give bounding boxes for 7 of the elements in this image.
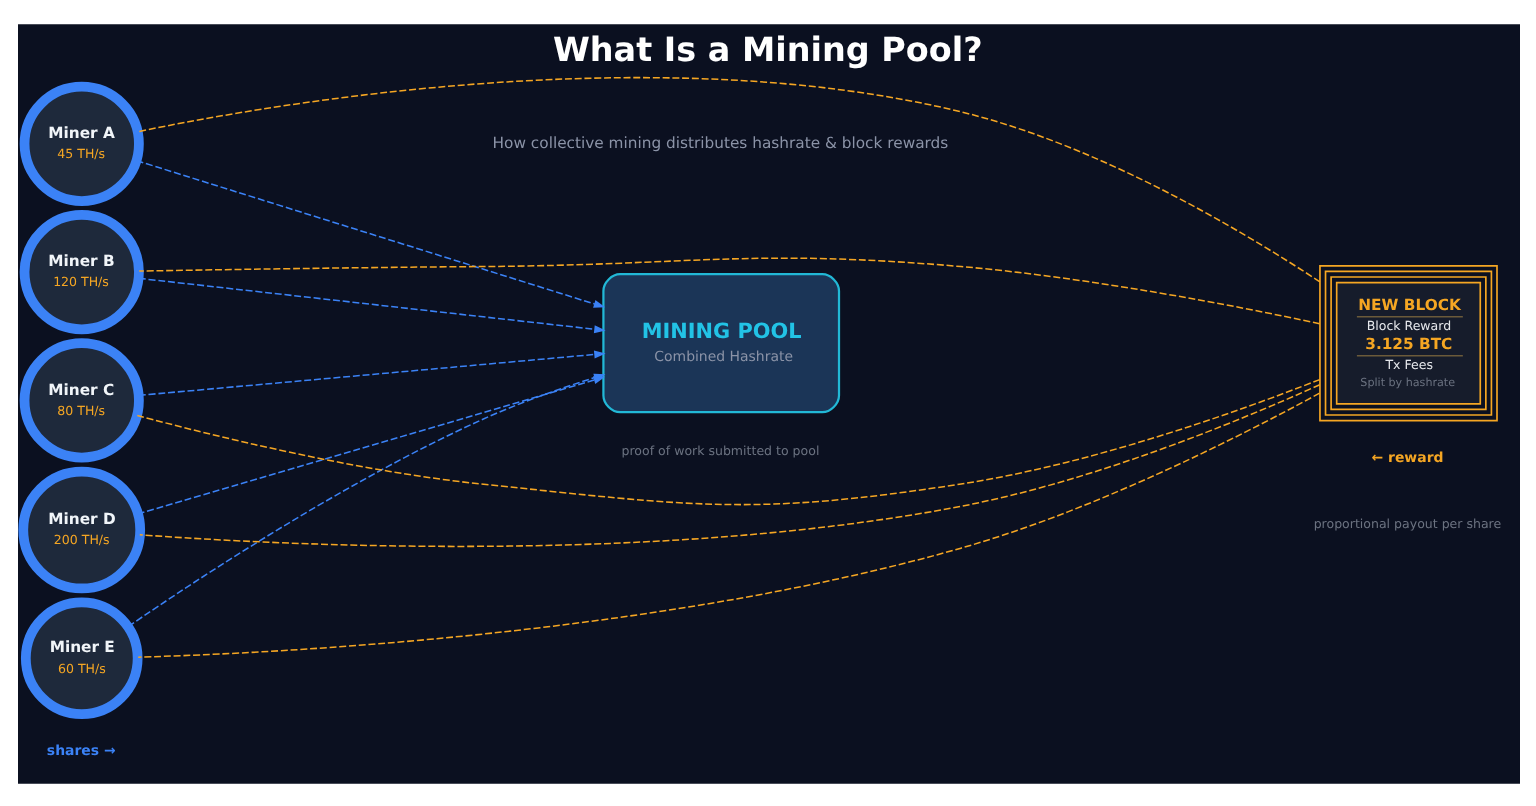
diagram-title: What Is a Mining Pool? bbox=[551, 27, 982, 68]
connector bbox=[136, 391, 1320, 657]
connector bbox=[137, 256, 1320, 324]
connector bbox=[136, 75, 1320, 282]
arrow bbox=[135, 158, 605, 307]
arrow bbox=[137, 276, 605, 333]
connector bbox=[138, 383, 1320, 547]
